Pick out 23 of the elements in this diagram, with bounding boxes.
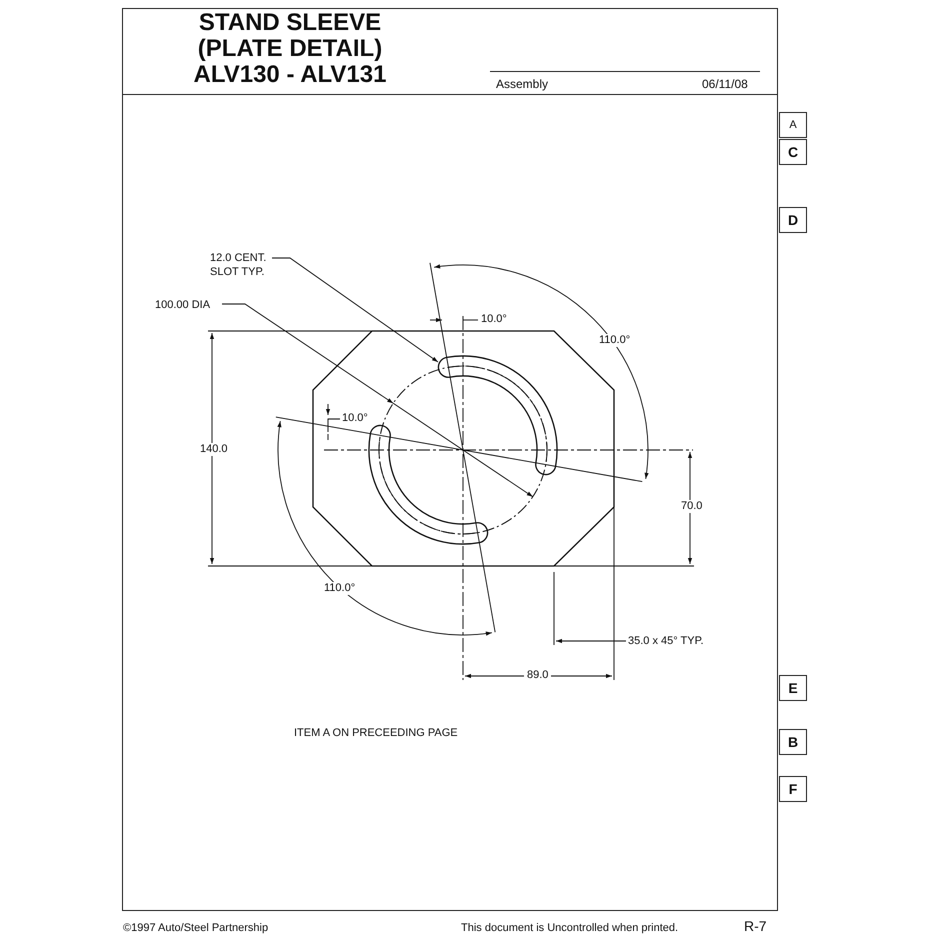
drawing-title: STAND SLEEVE (PLATE DETAIL) ALV130 - ALV131 xyxy=(192,10,388,88)
leader-line xyxy=(272,258,438,362)
dimension-text: 06/11/08 xyxy=(702,77,748,92)
dimension-text: This document is Uncontrolled when printed. xyxy=(461,922,678,936)
dimension-text: 10.0° xyxy=(481,313,507,326)
callout-text: 12.0 CENT. SLOT TYP. xyxy=(210,251,290,279)
dimension-text: ITEM A ON PRECEEDING PAGE xyxy=(294,727,458,740)
slot xyxy=(368,424,488,545)
dimension-text: 35.0 x 45° TYP. xyxy=(628,635,704,648)
section-tab: B xyxy=(779,729,807,755)
dimension-text: Assembly xyxy=(496,77,548,92)
callout-text: 100.00 DIA xyxy=(155,298,235,312)
section-tab: F xyxy=(779,776,807,802)
dimension-text: ©1997 Auto/Steel Partnership xyxy=(123,922,268,936)
dimension-text: R-7 xyxy=(744,918,767,935)
dimension-text: 10.0° xyxy=(342,412,368,426)
slot xyxy=(438,355,558,476)
section-tab: E xyxy=(779,675,807,701)
section-tab: C xyxy=(779,139,807,165)
section-tab: A xyxy=(779,112,807,138)
section-tab: D xyxy=(779,207,807,233)
bolt-circle xyxy=(378,366,548,534)
leader-line xyxy=(222,304,394,404)
